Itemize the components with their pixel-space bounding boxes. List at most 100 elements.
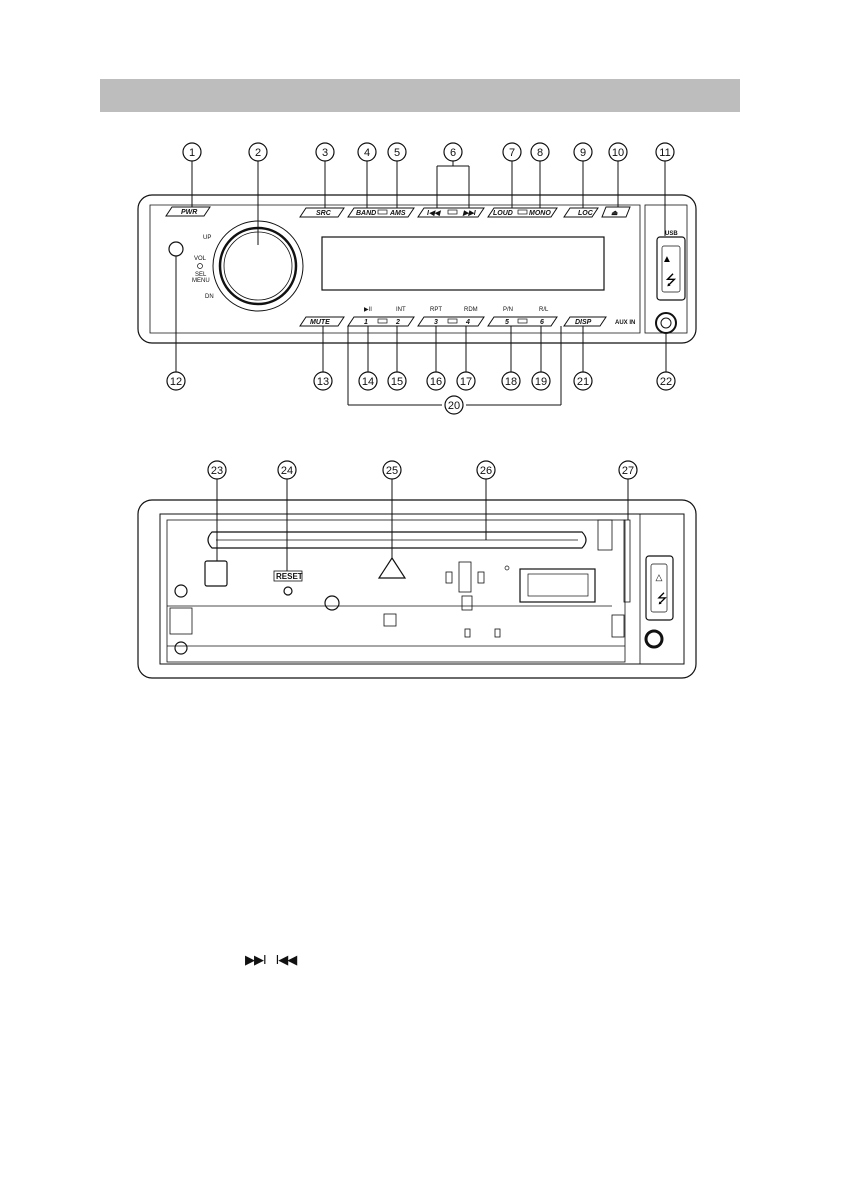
rl-label: R/L bbox=[539, 307, 549, 313]
preset-1-label: 1 bbox=[364, 319, 368, 326]
menu-label: MENU bbox=[192, 278, 210, 284]
eject-icon: ⏏ bbox=[611, 210, 618, 217]
next-seek-icon: ▶▶I bbox=[462, 210, 477, 217]
reset-hole[interactable] bbox=[283, 586, 293, 596]
callout-label-4: 4 bbox=[364, 147, 370, 159]
back-usb-arrow-icon: △ bbox=[656, 572, 663, 582]
callout-label-6: 6 bbox=[450, 147, 456, 159]
preset-6-label: 6 bbox=[540, 319, 544, 326]
callout-circle-23 bbox=[207, 460, 227, 480]
preset-1-2-button[interactable] bbox=[347, 316, 415, 327]
callout-label-5: 5 bbox=[394, 147, 400, 159]
pn-label: P/N bbox=[503, 307, 513, 313]
prev-seek-icon: I◀◀ bbox=[427, 210, 441, 217]
reset-label: RESET bbox=[276, 572, 303, 581]
preset-5-6-button[interactable] bbox=[487, 316, 558, 327]
callout-label-21: 21 bbox=[577, 376, 589, 388]
rdm-label: RDM bbox=[464, 307, 478, 313]
callout-label-16: 16 bbox=[430, 376, 442, 388]
callout-label-3: 3 bbox=[322, 147, 328, 159]
callout-circle-26 bbox=[476, 460, 496, 480]
preset-4-label: 4 bbox=[465, 319, 470, 326]
pwr-button[interactable] bbox=[165, 206, 211, 217]
preset-3-4-button[interactable] bbox=[417, 316, 485, 327]
loc-label: LOC bbox=[578, 210, 594, 217]
next-track-icon: ▶▶I bbox=[245, 952, 267, 967]
callout-label-2: 2 bbox=[255, 147, 261, 159]
usb-symbol-icon: ⭍ bbox=[665, 273, 677, 289]
callout-circle-1 bbox=[182, 142, 202, 162]
knob-dot bbox=[197, 263, 203, 269]
seek-symbols-line: ▶▶I I◀◀ bbox=[245, 952, 297, 968]
release-button[interactable] bbox=[204, 560, 228, 587]
callout-label-12: 12 bbox=[170, 376, 182, 388]
callout-circle-11 bbox=[655, 142, 675, 162]
callout-label-7: 7 bbox=[509, 147, 515, 159]
callout-circle-7 bbox=[502, 142, 522, 162]
callout-label-18: 18 bbox=[505, 376, 517, 388]
loud-label: LOUD bbox=[493, 210, 513, 217]
callout-circle-25 bbox=[382, 460, 402, 480]
section-header-bar bbox=[100, 79, 740, 112]
loc-button[interactable] bbox=[563, 207, 599, 218]
callout-label-22: 22 bbox=[660, 376, 672, 388]
back-aux-jack[interactable] bbox=[644, 629, 664, 649]
usb-port[interactable] bbox=[656, 236, 686, 301]
usb-label: USB bbox=[665, 231, 678, 237]
callout-label-15: 15 bbox=[391, 376, 403, 388]
callout-label-13: 13 bbox=[317, 376, 329, 388]
callout-circle-27 bbox=[618, 460, 638, 480]
back-panel-outline bbox=[137, 499, 697, 679]
preset-5-label: 5 bbox=[505, 319, 509, 326]
callout-circle-2 bbox=[248, 142, 268, 162]
callout-circle-8 bbox=[530, 142, 550, 162]
callout-label-19: 19 bbox=[535, 376, 547, 388]
callout-circle-5 bbox=[387, 142, 407, 162]
callout-circle-18 bbox=[501, 371, 521, 391]
back-usb-symbol-icon: ⭍ bbox=[657, 592, 668, 607]
play-pause-label: ▶II bbox=[364, 307, 372, 313]
preset-2-label: 2 bbox=[395, 319, 400, 326]
seek-buttons[interactable] bbox=[417, 207, 485, 218]
callout-label-26: 26 bbox=[480, 465, 492, 477]
rpt-label: RPT bbox=[430, 307, 442, 313]
disc-arrow-triangle bbox=[377, 556, 407, 579]
callout-label-10: 10 bbox=[612, 147, 624, 159]
reset-badge bbox=[273, 570, 303, 582]
callout-label-20: 20 bbox=[448, 400, 460, 412]
mute-button[interactable] bbox=[299, 316, 345, 327]
callout-circle-12 bbox=[166, 371, 186, 391]
dn-label: DN bbox=[205, 294, 214, 300]
callout-circle-6 bbox=[443, 142, 463, 162]
disc-slot bbox=[207, 531, 587, 549]
pwr-label: PWR bbox=[181, 209, 197, 216]
callout-label-14: 14 bbox=[362, 376, 374, 388]
usb-arrow-icon: ▲ bbox=[662, 254, 672, 265]
callout-label-27: 27 bbox=[622, 465, 634, 477]
callout-circle-15 bbox=[387, 371, 407, 391]
loud-mono-button[interactable] bbox=[487, 207, 558, 218]
callout-label-9: 9 bbox=[580, 147, 586, 159]
disp-label: DISP bbox=[575, 319, 592, 326]
callout-circle-22 bbox=[656, 371, 676, 391]
src-label: SRC bbox=[316, 210, 332, 217]
callout-label-23: 23 bbox=[211, 465, 223, 477]
ams-label: AMS bbox=[389, 210, 406, 217]
preset-3-label: 3 bbox=[434, 319, 438, 326]
back-usb-port[interactable] bbox=[645, 555, 674, 621]
band-label: BAND bbox=[356, 210, 376, 217]
front-panel-outline bbox=[137, 194, 697, 344]
callout-circle-17 bbox=[456, 371, 476, 391]
src-button[interactable] bbox=[299, 207, 345, 218]
callout-circle-3 bbox=[315, 142, 335, 162]
callout-circle-19 bbox=[531, 371, 551, 391]
callout-circle-16 bbox=[426, 371, 446, 391]
callout-circle-4 bbox=[357, 142, 377, 162]
callout-circle-14 bbox=[358, 371, 378, 391]
band-ams-button[interactable] bbox=[347, 207, 415, 218]
eject-button[interactable] bbox=[601, 206, 631, 218]
disp-button[interactable] bbox=[563, 316, 607, 327]
callout-circle-9 bbox=[573, 142, 593, 162]
